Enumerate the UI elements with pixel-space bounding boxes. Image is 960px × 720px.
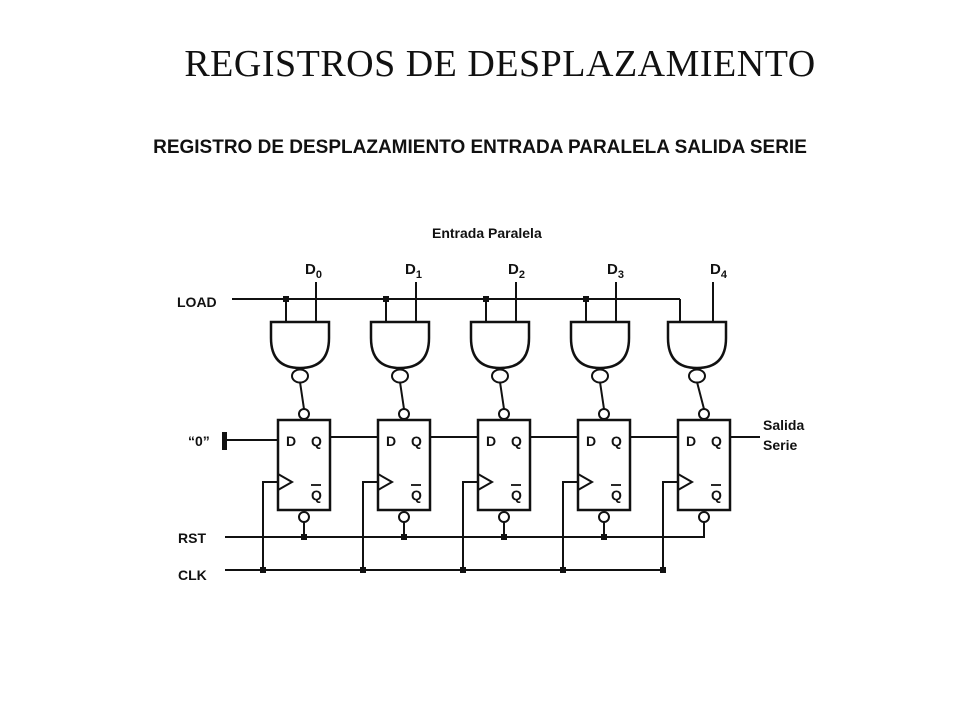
data-input-letter-0: D — [305, 261, 316, 278]
data-input-subscript-0: 0 — [316, 269, 322, 281]
preset-bubble-0 — [298, 408, 310, 420]
clear-bubble-3 — [598, 511, 610, 523]
data-input-label-1: D1 — [405, 261, 422, 281]
nand-gate-1 — [369, 320, 431, 370]
flipflop-qbar-label-2: Q — [511, 487, 522, 503]
flipflop-box-1 — [376, 418, 432, 512]
clock-wire-1 — [362, 481, 378, 570]
flipflop-box-3 — [576, 418, 632, 512]
flipflop-d-label-4: D — [686, 433, 696, 449]
rst-junction-dot-1 — [401, 534, 407, 540]
clk-junction-dot-4 — [660, 567, 666, 573]
clk-junction-dot-3 — [560, 567, 566, 573]
data-input-label-2: D2 — [508, 261, 525, 281]
page-title: REGISTROS DE DESPLAZAMIENTO — [184, 43, 816, 85]
clk-junction-dot-2 — [460, 567, 466, 573]
preset-wire-1 — [399, 381, 405, 410]
flipflop-box-0 — [276, 418, 332, 512]
clear-bubble-1 — [398, 511, 410, 523]
preset-bubble-4 — [698, 408, 710, 420]
flipflop-qbar-label-0: Q — [311, 487, 322, 503]
data-input-letter-2: D — [508, 261, 519, 278]
data-input-letter-1: D — [405, 261, 416, 278]
flipflop-d-label-3: D — [586, 433, 596, 449]
clk-label: CLK — [178, 567, 207, 583]
flipflop-box-2 — [476, 418, 532, 512]
data-input-label-4: D4 — [710, 261, 728, 281]
data-input-subscript-3: 3 — [618, 269, 624, 281]
preset-bubble-1 — [398, 408, 410, 420]
nand-gate-0 — [269, 320, 331, 370]
data-input-letter-4: D — [710, 261, 721, 278]
flipflop-d-label-2: D — [486, 433, 496, 449]
rst-label: RST — [178, 530, 206, 546]
flipflop-box-4 — [676, 418, 732, 512]
preset-wire-4 — [696, 381, 705, 410]
data-input-label-3: D3 — [607, 261, 624, 281]
flipflop-q-label-4: Q — [711, 433, 722, 449]
flipflop-q-label-2: Q — [511, 433, 522, 449]
nand-bubble-0 — [291, 368, 309, 384]
load-junction-dot-0 — [283, 296, 289, 302]
preset-wire-0 — [299, 381, 305, 410]
clock-wire-0 — [262, 481, 278, 570]
nand-gate-3 — [569, 320, 631, 370]
preset-wire-2 — [499, 381, 505, 410]
clock-triangle-2 — [477, 473, 495, 491]
clock-wire-4 — [662, 481, 678, 570]
load-label: LOAD — [177, 294, 217, 310]
data-input-label-0: D0 — [305, 261, 322, 281]
preset-bubble-3 — [598, 408, 610, 420]
clock-triangle-4 — [677, 473, 695, 491]
clock-triangle-3 — [577, 473, 595, 491]
nand-gate-2 — [469, 320, 531, 370]
page-subtitle: REGISTRO DE DESPLAZAMIENTO ENTRADA PARAL… — [153, 137, 807, 158]
clock-wire-3 — [562, 481, 578, 570]
flipflop-qbar-label-4: Q — [711, 487, 722, 503]
flipflop-q-label-1: Q — [411, 433, 422, 449]
parallel-input-label: Entrada Paralela — [432, 225, 542, 241]
nand-bubble-2 — [491, 368, 509, 384]
load-junction-dot-1 — [383, 296, 389, 302]
nand-gate-4 — [666, 320, 728, 370]
clear-bubble-4 — [698, 511, 710, 523]
data-input-subscript-4: 4 — [721, 269, 728, 281]
rst-junction-dot-2 — [501, 534, 507, 540]
flipflop-qbar-label-1: Q — [411, 487, 422, 503]
load-junction-dot-2 — [483, 296, 489, 302]
zero-input-label: “0” — [188, 433, 210, 449]
data-input-subscript-2: 2 — [519, 269, 525, 281]
clk-junction-dot-1 — [360, 567, 366, 573]
data-input-letter-3: D — [607, 261, 618, 278]
nand-bubble-1 — [391, 368, 409, 384]
rst-junction-dot-0 — [301, 534, 307, 540]
serial-output-label-line1: Salida — [763, 417, 804, 433]
clear-bubble-0 — [298, 511, 310, 523]
load-junction-dot-3 — [583, 296, 589, 302]
clock-wire-2 — [462, 481, 478, 570]
nand-bubble-3 — [591, 368, 609, 384]
circuit-wires — [225, 282, 760, 573]
flipflop-q-label-0: Q — [311, 433, 322, 449]
preset-bubble-2 — [498, 408, 510, 420]
zero-input-terminal — [222, 432, 227, 450]
nand-bubble-4 — [688, 368, 706, 384]
clock-triangle-0 — [277, 473, 295, 491]
flipflop-d-label-0: D — [286, 433, 296, 449]
clock-triangle-1 — [377, 473, 395, 491]
flipflop-d-label-1: D — [386, 433, 396, 449]
flipflop-q-label-3: Q — [611, 433, 622, 449]
data-input-subscript-1: 1 — [416, 269, 422, 281]
clk-junction-dot-0 — [260, 567, 266, 573]
clear-bubble-2 — [498, 511, 510, 523]
flipflop-qbar-label-3: Q — [611, 487, 622, 503]
serial-output-label-line2: Serie — [763, 437, 797, 453]
rst-junction-dot-3 — [601, 534, 607, 540]
preset-wire-3 — [599, 381, 605, 410]
